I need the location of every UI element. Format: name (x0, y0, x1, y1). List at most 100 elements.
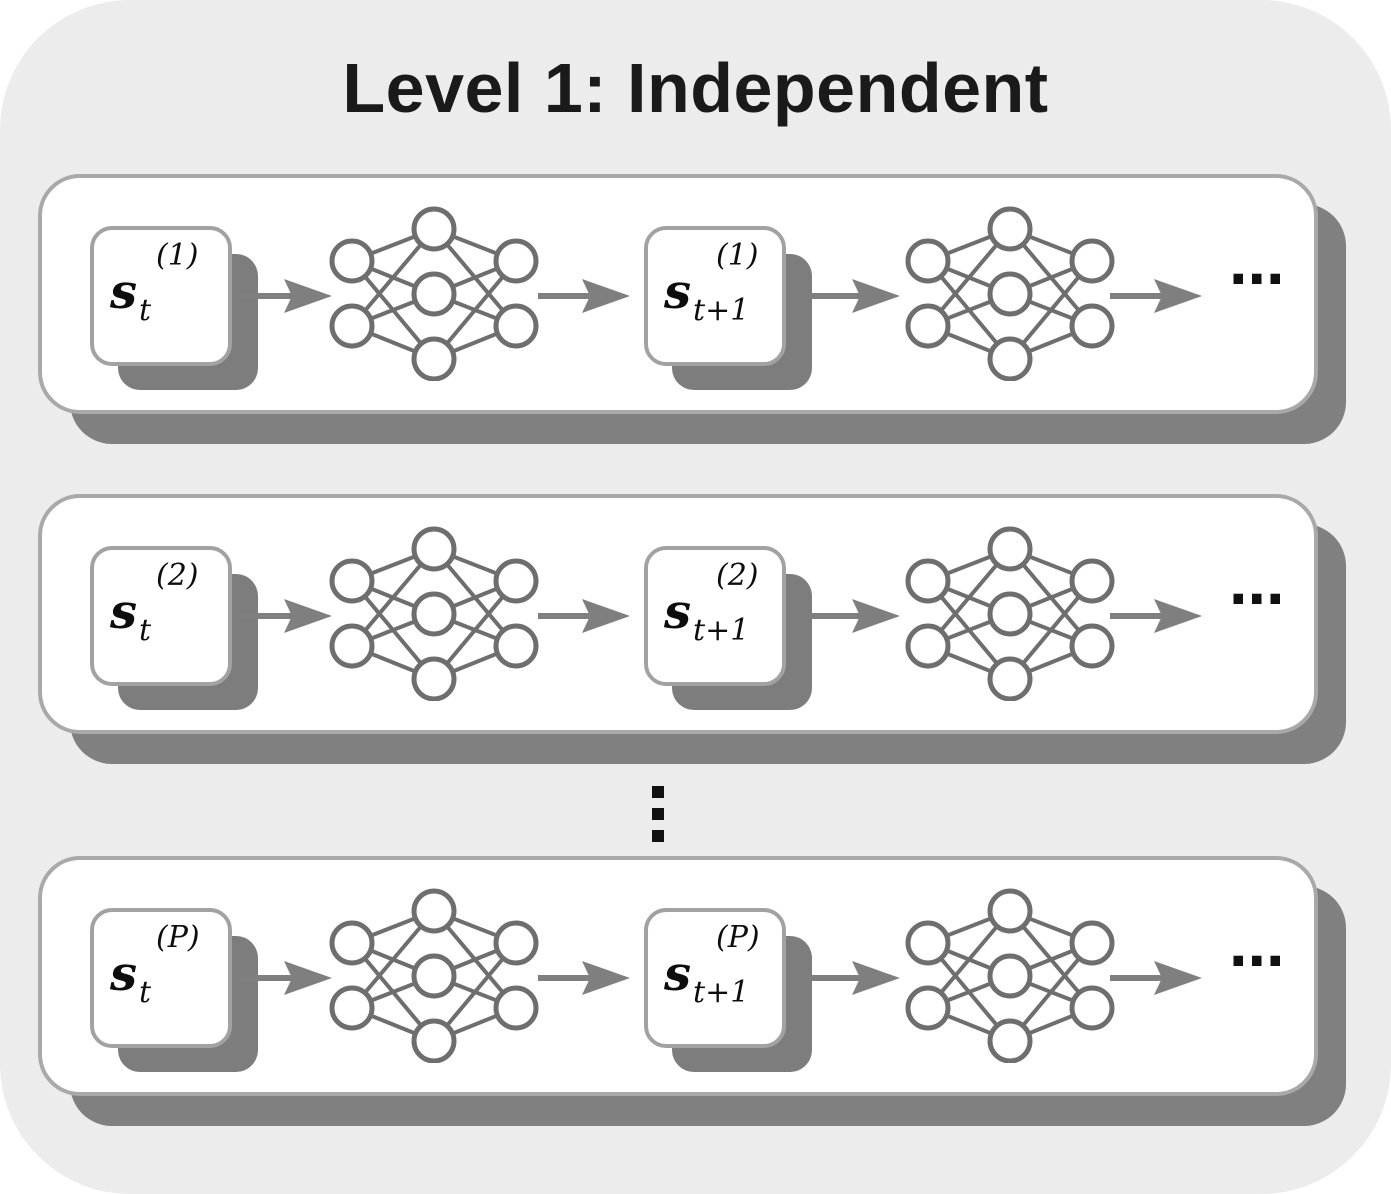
neuron-node (411, 336, 457, 382)
neuron-node (1069, 558, 1115, 604)
state-label: st+1 (2) (664, 558, 759, 648)
trailing-ellipsis: ··· (1228, 248, 1286, 311)
state-label: st+1 (1) (664, 238, 759, 328)
neuron-node (1069, 623, 1115, 669)
neural-network-icon (888, 873, 1128, 1064)
state-symbol: s (664, 584, 692, 640)
neuron-node (1069, 238, 1115, 284)
neuron-node (493, 623, 539, 669)
state-symbol: s (110, 584, 138, 640)
state-box-frame: st+1 (2) (644, 546, 786, 686)
trailing-ellipsis: ··· (1228, 568, 1286, 631)
neuron-node (905, 920, 951, 966)
arrow-right-icon (808, 958, 900, 998)
neuron-node (329, 920, 375, 966)
state-box-frame: st(2) (90, 546, 232, 686)
neuron-node (329, 303, 375, 349)
state-label: st(2) (110, 558, 199, 648)
state-box-next: st+1 (2) (644, 546, 812, 710)
neuron-node (987, 1018, 1033, 1064)
state-time-subscript: t+1 (693, 613, 750, 648)
neuron-node (987, 206, 1033, 252)
state-label: st(P) (110, 920, 200, 1010)
neuron-node (329, 623, 375, 669)
state-box-current: st(P) (90, 908, 258, 1072)
neuron-node (987, 591, 1033, 637)
arrow-right-icon (1110, 276, 1202, 316)
state-symbol: s (664, 946, 692, 1002)
neural-network-icon (888, 191, 1128, 382)
neuron-node (411, 591, 457, 637)
neuron-node (493, 985, 539, 1031)
neuron-node (905, 558, 951, 604)
neuron-node (987, 336, 1033, 382)
neuron-node (329, 985, 375, 1031)
neuron-node (493, 303, 539, 349)
neuron-node (987, 953, 1033, 999)
state-box-current: st(1) (90, 226, 258, 390)
state-symbol: s (110, 946, 138, 1002)
state-box-frame: st(1) (90, 226, 232, 366)
neural-network-icon (312, 873, 552, 1064)
arrow-right-icon (808, 596, 900, 636)
arrow-right-icon (1110, 596, 1202, 636)
neuron-node (1069, 920, 1115, 966)
state-time-subscript: t+1 (693, 293, 750, 328)
state-box-next: st+1 (P) (644, 908, 812, 1072)
neuron-node (987, 271, 1033, 317)
arrow-right-icon (240, 958, 332, 998)
state-time-subscript: t+1 (693, 975, 750, 1010)
neural-network-icon (312, 511, 552, 702)
neuron-node (411, 656, 457, 702)
state-agent-superscript: (P) (156, 920, 200, 955)
state-time-subscript: t (139, 293, 152, 328)
state-agent-superscript: (1) (156, 238, 199, 273)
state-agent-superscript: (P) (716, 920, 760, 955)
neuron-node (987, 656, 1033, 702)
state-symbol: s (664, 264, 692, 320)
neuron-node (905, 623, 951, 669)
state-agent-superscript: (2) (156, 558, 199, 593)
neuron-node (411, 271, 457, 317)
neuron-node (411, 206, 457, 252)
state-time-subscript: t (139, 613, 152, 648)
neuron-node (411, 888, 457, 934)
state-box-frame: st+1 (1) (644, 226, 786, 366)
neuron-node (411, 526, 457, 572)
neural-network-icon (888, 511, 1128, 702)
state-box-next: st+1 (1) (644, 226, 812, 390)
neuron-node (905, 985, 951, 1031)
neuron-node (1069, 985, 1115, 1031)
state-symbol: s (110, 264, 138, 320)
neuron-node (987, 526, 1033, 572)
arrow-right-icon (538, 276, 630, 316)
arrow-right-icon (1110, 958, 1202, 998)
state-box-frame: st(P) (90, 908, 232, 1048)
state-agent-superscript: (1) (716, 238, 759, 273)
neuron-node (411, 953, 457, 999)
diagram-title: Level 1: Independent (342, 49, 1049, 127)
state-agent-superscript: (2) (716, 558, 759, 593)
state-label: st+1 (P) (664, 920, 760, 1010)
arrow-right-icon (240, 596, 332, 636)
neuron-node (493, 558, 539, 604)
neuron-node (905, 303, 951, 349)
neuron-node (493, 920, 539, 966)
state-time-subscript: t (139, 975, 152, 1010)
neuron-node (1069, 303, 1115, 349)
neuron-node (905, 238, 951, 284)
neuron-node (329, 558, 375, 604)
neuron-node (493, 238, 539, 284)
vertical-ellipsis-icon (652, 786, 664, 842)
neural-network-icon (312, 191, 552, 382)
arrow-right-icon (808, 276, 900, 316)
arrow-right-icon (240, 276, 332, 316)
arrow-right-icon (538, 958, 630, 998)
state-label: st(1) (110, 238, 199, 328)
neuron-node (987, 888, 1033, 934)
arrow-right-icon (538, 596, 630, 636)
neuron-node (329, 238, 375, 284)
state-box-frame: st+1 (P) (644, 908, 786, 1048)
neuron-node (411, 1018, 457, 1064)
